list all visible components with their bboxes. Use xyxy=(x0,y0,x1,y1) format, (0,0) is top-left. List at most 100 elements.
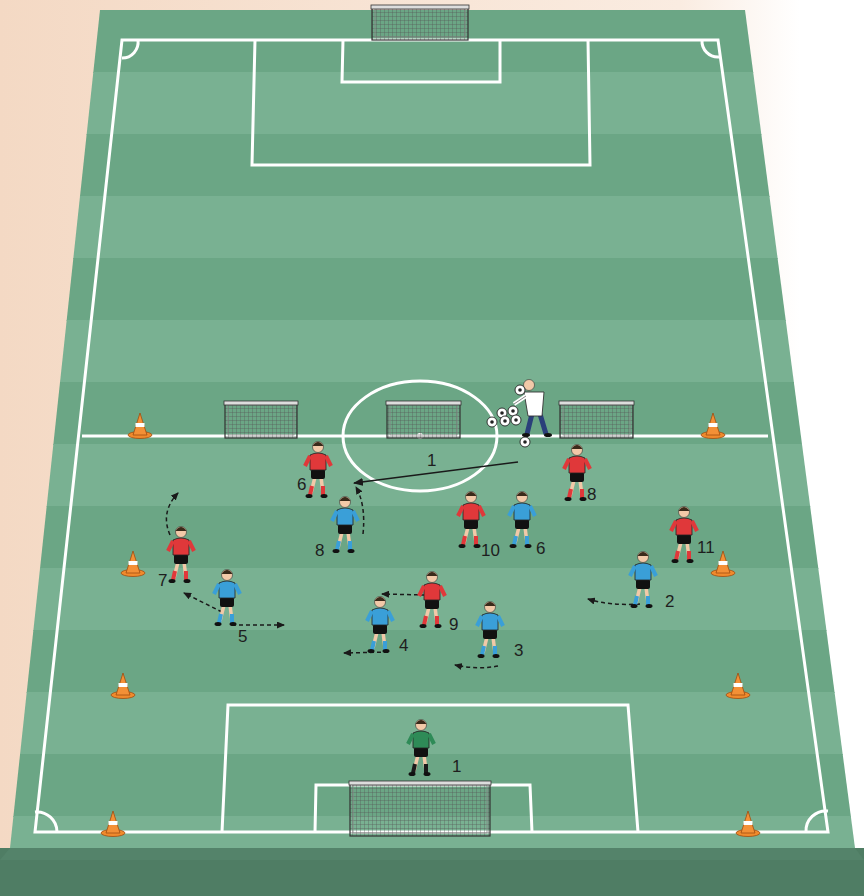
path-shape xyxy=(340,497,351,501)
rect-shape xyxy=(483,629,497,639)
path-shape xyxy=(427,572,438,576)
path-shape xyxy=(635,596,637,605)
rect-shape xyxy=(311,469,325,479)
ellipse-shape xyxy=(646,604,653,608)
rect-shape xyxy=(515,519,529,529)
grass-stripe xyxy=(0,692,864,755)
circle-shape xyxy=(176,527,187,538)
path-shape xyxy=(326,456,331,466)
grass-stripe xyxy=(0,258,864,321)
path-shape xyxy=(572,445,583,449)
cone xyxy=(726,673,750,699)
path-shape xyxy=(408,734,413,744)
rect-shape xyxy=(387,402,460,438)
player-number: 5 xyxy=(238,628,247,645)
path-shape xyxy=(189,541,194,551)
circle-shape xyxy=(427,572,438,583)
path-shape xyxy=(530,506,535,516)
path-shape xyxy=(524,392,544,416)
ellipse-shape xyxy=(580,497,587,501)
circle-shape xyxy=(503,419,507,423)
circle-shape xyxy=(490,420,494,424)
ball xyxy=(508,406,518,416)
path-shape xyxy=(585,459,590,469)
goalkeeper-figure xyxy=(408,720,434,777)
path-shape xyxy=(332,511,337,521)
path-shape xyxy=(466,492,477,496)
player-number: 11 xyxy=(697,539,715,556)
cone xyxy=(111,673,135,699)
path-shape xyxy=(527,414,546,434)
player-figure xyxy=(332,497,358,554)
grass-stripe xyxy=(0,568,864,631)
path-shape xyxy=(219,614,221,623)
rect-shape xyxy=(228,405,294,435)
grass-stripe xyxy=(0,196,864,259)
grass-stripe xyxy=(0,320,864,383)
rect-shape xyxy=(224,401,298,405)
player-figure xyxy=(168,527,194,584)
path-shape xyxy=(517,492,528,496)
polygon-shape xyxy=(106,811,120,833)
path-shape xyxy=(388,611,393,621)
path-shape xyxy=(514,536,516,545)
ellipse-shape xyxy=(510,544,517,548)
path-shape xyxy=(173,538,189,555)
ball xyxy=(515,385,525,395)
player-figure xyxy=(509,492,535,549)
ellipse-shape xyxy=(184,579,191,583)
ball xyxy=(500,416,510,426)
rect-shape xyxy=(390,405,457,435)
path-shape xyxy=(321,486,325,495)
path-shape xyxy=(413,731,429,748)
polygon-shape xyxy=(741,811,755,833)
path-shape xyxy=(372,641,374,650)
rect-shape xyxy=(338,524,352,534)
path-shape xyxy=(375,597,386,601)
circle-shape xyxy=(514,418,518,422)
ellipse-shape xyxy=(493,654,500,658)
rect-shape xyxy=(129,561,138,565)
ellipse-shape xyxy=(424,772,431,776)
path-shape xyxy=(310,486,312,495)
coach-figure xyxy=(514,380,552,438)
path-shape xyxy=(168,541,173,551)
path-shape xyxy=(482,646,484,655)
path-shape xyxy=(479,506,484,516)
ellipse-shape xyxy=(435,624,442,628)
rect-shape xyxy=(570,472,584,482)
player-number: 3 xyxy=(514,642,523,659)
path-shape xyxy=(493,646,497,655)
path-shape xyxy=(463,536,465,545)
path-shape xyxy=(679,507,690,511)
ellipse-shape xyxy=(474,544,481,548)
rect-shape xyxy=(559,401,634,405)
path-shape xyxy=(676,518,692,535)
grass-stripe xyxy=(0,630,864,693)
path-shape xyxy=(564,459,569,469)
cone xyxy=(736,811,760,837)
player-number: 8 xyxy=(587,486,596,503)
rect-shape xyxy=(349,781,491,785)
path-shape xyxy=(514,396,526,404)
cone xyxy=(701,413,725,439)
ellipse-shape xyxy=(383,649,390,653)
path-shape xyxy=(219,581,235,598)
player-figure xyxy=(477,602,503,659)
path-shape xyxy=(651,566,656,576)
circle-shape xyxy=(466,492,477,503)
path-shape xyxy=(569,456,585,473)
player-figure xyxy=(671,507,697,564)
polygon-shape xyxy=(716,551,730,573)
path-shape xyxy=(416,720,427,724)
rect-shape xyxy=(136,423,145,427)
path-shape xyxy=(580,489,584,498)
circle-shape xyxy=(500,411,504,415)
rect-shape xyxy=(636,579,650,589)
path-shape xyxy=(367,611,372,621)
ellipse-shape xyxy=(215,622,222,626)
path-shape xyxy=(514,503,530,520)
path-shape xyxy=(646,596,650,605)
rect-shape xyxy=(225,402,297,438)
path-shape xyxy=(337,508,353,525)
